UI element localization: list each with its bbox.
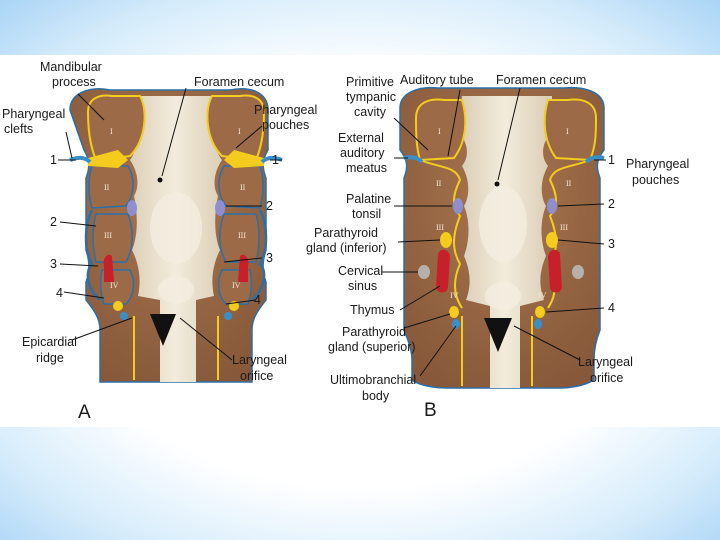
label-pharyngeal-pouches-a-1: Pharyngeal: [254, 103, 317, 117]
cervical-sinus-right: [572, 265, 584, 279]
parathyroid-superior-right: [535, 306, 545, 318]
thymus-right: [548, 250, 562, 293]
svg-text:II: II: [104, 183, 110, 192]
epiglottis-b: [485, 282, 521, 310]
tongue-swelling-b: [479, 186, 527, 262]
label-mandibular-process-1: Mandibular: [40, 60, 102, 74]
label-primitive-tympanic-1: Primitive: [346, 75, 394, 89]
panel-a: I I II II III III IV IV Mandibu: [2, 60, 317, 423]
label-parathyroid-inferior-2: gland (inferior): [306, 241, 387, 255]
label-b-right-1: 1: [608, 153, 615, 167]
svg-text:III: III: [104, 231, 112, 240]
pouch-2-left: [127, 200, 137, 216]
label-epicardial-ridge-1: Epicardial: [22, 335, 77, 349]
svg-text:III: III: [560, 223, 568, 232]
label-external-auditory-2: auditory: [340, 146, 385, 160]
label-primitive-tympanic-3: cavity: [354, 105, 387, 119]
label-pharyngeal-clefts-1: Pharyngeal: [2, 107, 65, 121]
arch-1-right-b: [545, 100, 596, 160]
svg-text:II: II: [436, 179, 442, 188]
label-auditory-tube: Auditory tube: [400, 73, 474, 87]
epiglottis-a: [158, 276, 194, 304]
label-laryngeal-orifice-b-1: Laryngeal: [578, 355, 633, 369]
label-a-left-1: 1: [50, 153, 57, 167]
svg-text:I: I: [110, 127, 113, 136]
label-pharyngeal-pouches-a-2: pouches: [262, 118, 309, 132]
pouch-4-left: [113, 301, 123, 311]
label-primitive-tympanic-2: tympanic: [346, 90, 396, 104]
tongue-swelling-a: [150, 192, 202, 264]
foramen-cecum-b: [495, 182, 500, 187]
label-parathyroid-superior-1: Parathyroid: [342, 325, 406, 339]
cervical-sinus-left: [418, 265, 430, 279]
label-parathyroid-superior-2: gland (superior): [328, 340, 416, 354]
label-cervical-sinus-2: sinus: [348, 279, 377, 293]
svg-text:I: I: [238, 127, 241, 136]
label-thymus: Thymus: [350, 303, 394, 317]
label-pharyngeal-pouches-b-2: pouches: [632, 173, 679, 187]
panel-a-letter: A: [78, 402, 91, 423]
label-a-right-1: 1: [272, 153, 279, 167]
ultimobranchial-right-a: [224, 312, 232, 320]
foramen-cecum-a: [158, 178, 163, 183]
ultimobranchial-body-right: [534, 319, 542, 329]
label-a-right-2: 2: [266, 199, 273, 213]
label-ultimobranchial-2: body: [362, 389, 390, 403]
label-b-right-2: 2: [608, 197, 615, 211]
svg-text:IV: IV: [538, 291, 547, 300]
svg-text:I: I: [438, 127, 441, 136]
label-epicardial-ridge-2: ridge: [36, 351, 64, 365]
palatine-tonsil-right: [547, 198, 557, 214]
svg-text:IV: IV: [232, 281, 241, 290]
ultimobranchial-left-a: [120, 312, 128, 320]
label-pharyngeal-clefts-2: clefts: [4, 122, 33, 136]
svg-text:II: II: [566, 179, 572, 188]
label-foramen-cecum-b: Foramen cecum: [496, 73, 586, 87]
svg-text:III: III: [436, 223, 444, 232]
svg-text:II: II: [240, 183, 246, 192]
label-b-right-4: 4: [608, 301, 615, 315]
label-a-right-4: 4: [254, 293, 261, 307]
arch-3-left: [93, 214, 132, 262]
label-laryngeal-orifice-b-2: orifice: [590, 371, 623, 385]
svg-text:I: I: [566, 127, 569, 136]
label-external-auditory-3: meatus: [346, 161, 387, 175]
label-palatine-tonsil-1: Palatine: [346, 192, 391, 206]
label-laryngeal-orifice-a-2: orifice: [240, 369, 273, 383]
label-a-left-2: 2: [50, 215, 57, 229]
svg-text:III: III: [238, 231, 246, 240]
label-ultimobranchial-1: Ultimobranchial: [330, 373, 416, 387]
parathyroid-inferior-left: [440, 232, 452, 248]
parathyroid-inferior-right: [546, 232, 558, 248]
label-external-auditory-1: External: [338, 131, 384, 145]
label-cervical-sinus-1: Cervical: [338, 264, 383, 278]
thymus-left: [436, 250, 450, 293]
label-pharyngeal-pouches-b-1: Pharyngeal: [626, 157, 689, 171]
parathyroid-superior-left: [449, 306, 459, 318]
ultimobranchial-body-left: [452, 319, 460, 329]
panel-b-letter: B: [424, 400, 437, 421]
label-a-left-4: 4: [56, 286, 63, 300]
svg-text:IV: IV: [110, 281, 119, 290]
label-b-right-3: 3: [608, 237, 615, 251]
palatine-tonsil-left: [453, 198, 463, 214]
label-foramen-cecum-a: Foramen cecum: [194, 75, 284, 89]
label-palatine-tonsil-2: tonsil: [352, 207, 381, 221]
label-mandibular-process-2: process: [52, 75, 96, 89]
svg-text:IV: IV: [450, 291, 459, 300]
label-parathyroid-inferior-1: Parathyroid: [314, 226, 378, 240]
pouch-2-right: [215, 200, 225, 216]
label-a-right-3: 3: [266, 251, 273, 265]
label-a-left-3: 3: [50, 257, 57, 271]
label-laryngeal-orifice-a-1: Laryngeal: [232, 353, 287, 367]
panel-b: I I II II III III IV IV: [306, 73, 689, 421]
arch-2-left: [89, 166, 133, 208]
